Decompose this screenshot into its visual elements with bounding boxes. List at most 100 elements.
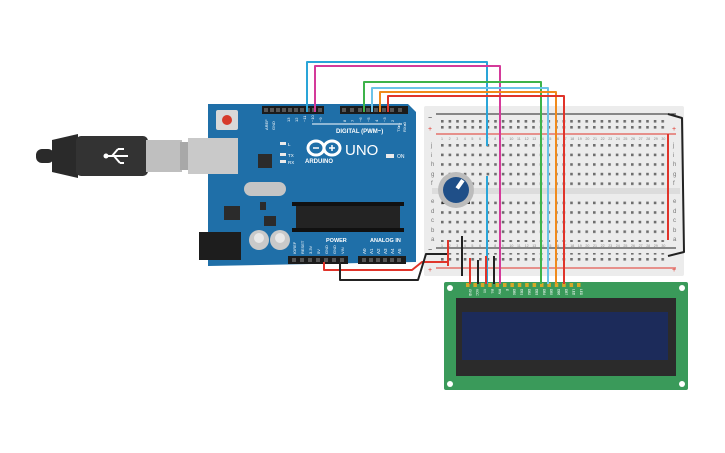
lcd-pin-pad[interactable] (525, 283, 529, 287)
column-number: 30 (661, 137, 665, 141)
column-number: 13 (532, 137, 536, 141)
svg-text:2: 2 (390, 119, 395, 122)
brand-label: ARDUINO (305, 159, 333, 165)
column-number: 15 (547, 244, 551, 248)
lcd-pin-pad[interactable] (495, 283, 500, 287)
wire-magenta-pin11[interactable] (314, 65, 501, 146)
svg-text:GND: GND (324, 245, 329, 254)
wire-lightblue-pin4[interactable] (371, 87, 549, 146)
column-number: 5 (471, 244, 473, 248)
column-number: 10 (509, 244, 513, 248)
wire-orange-pin3[interactable] (379, 91, 557, 146)
lcd-pin-label: DB5 (549, 289, 553, 295)
lcd-pin-label: DB0 (512, 289, 516, 295)
column-number: 24 (616, 137, 620, 141)
wire-red-pin2[interactable] (387, 95, 565, 146)
lcd-pin-pad[interactable] (562, 283, 566, 287)
column-number: 30 (661, 244, 665, 248)
lcd-pin-label: DB6 (557, 289, 561, 295)
svg-text:A0: A0 (362, 248, 367, 254)
wire-green-pin5[interactable] (363, 81, 542, 146)
svg-text:~5: ~5 (366, 117, 371, 122)
column-number: 6 (479, 244, 481, 248)
wire-black-rail[interactable] (667, 113, 685, 257)
column-number: 29 (654, 137, 658, 141)
crystal (244, 182, 286, 196)
wires (306, 61, 685, 284)
lcd-pin-pads (466, 283, 581, 287)
svg-text:~3: ~3 (382, 117, 387, 122)
column-number: 19 (578, 244, 582, 248)
potentiometer[interactable] (438, 172, 474, 208)
column-number: 25 (623, 244, 627, 248)
svg-text:RX◂0: RX◂0 (402, 121, 407, 132)
lcd-pin-pad[interactable] (480, 283, 485, 287)
lcd-pin-pad[interactable] (517, 283, 522, 287)
lcd-pin-label: DB3 (534, 289, 538, 295)
on-label: ON (397, 154, 405, 160)
svg-text:i: i (431, 153, 432, 159)
tx-label: TX (288, 153, 294, 158)
lcd-pin-pad[interactable] (488, 283, 492, 287)
svg-text:8: 8 (342, 119, 347, 122)
wire-blue-pin12[interactable] (306, 61, 488, 146)
pot-indicator (455, 179, 465, 190)
lcd-pin-pad[interactable] (503, 283, 507, 287)
column-number: 20 (585, 244, 589, 248)
svg-text:e: e (673, 199, 677, 205)
l-label: L (288, 142, 291, 147)
svg-text:AREF: AREF (264, 119, 269, 130)
power-pin-labels: IOREF RESET 3.3V 5V GND GND VIN (292, 240, 345, 254)
svg-text:j: j (672, 143, 674, 149)
svg-text:5V: 5V (316, 249, 321, 254)
svg-text:~6: ~6 (358, 117, 363, 122)
rail-plus-top-right: + (672, 126, 676, 133)
column-number: 6 (479, 137, 481, 141)
svg-text:4: 4 (374, 119, 379, 122)
lcd-pin-pad[interactable] (466, 283, 470, 287)
model-label: UNO (345, 142, 378, 159)
lcd-pin-pad[interactable] (473, 283, 477, 287)
column-number: 13 (532, 244, 536, 248)
column-number: 18 (570, 137, 574, 141)
lcd-pin-pad[interactable] (577, 283, 581, 287)
svg-text:13: 13 (286, 117, 291, 122)
header-top-left (262, 106, 324, 114)
svg-text:a: a (673, 237, 677, 243)
svg-text:d: d (431, 209, 434, 215)
svg-text:g: g (431, 172, 434, 178)
led-l (280, 142, 286, 145)
column-number: 9 (502, 244, 504, 248)
power-jack (199, 232, 241, 260)
svg-text:A5: A5 (397, 248, 402, 254)
lcd-pin-pad[interactable] (540, 283, 544, 287)
rx-label: RX (288, 160, 294, 165)
lcd-pin-pad[interactable] (569, 283, 574, 287)
column-number: 1 (441, 244, 443, 248)
rail-minus-bottom: − (428, 247, 432, 254)
svg-text:7: 7 (350, 119, 355, 122)
wire-black-gnd[interactable] (339, 253, 448, 281)
column-number: 12 (525, 244, 529, 248)
lcd-pin-pad[interactable] (554, 283, 559, 287)
lcd-screen (462, 312, 668, 360)
lcd-pin-label: LED (571, 289, 575, 296)
lcd-pin-pad[interactable] (532, 283, 537, 287)
lcd-pin-pad[interactable] (510, 283, 514, 287)
usb-jack (188, 138, 238, 174)
column-number: 4 (464, 244, 466, 248)
column-number: 15 (547, 137, 551, 141)
chip-small (258, 154, 272, 168)
column-number: 24 (616, 244, 620, 248)
lcd-pin-label: DB4 (542, 289, 546, 295)
svg-text:A1: A1 (369, 248, 374, 254)
row-letters: j i h g f e d c b a j i h g f e d c b a (430, 143, 677, 243)
column-number: 27 (639, 137, 643, 141)
lcd-pin-label: V0 (483, 289, 487, 293)
column-number: 27 (639, 244, 643, 248)
wire-red-5v[interactable] (323, 261, 448, 271)
lcd-pin-pad[interactable] (547, 283, 551, 287)
arduino-uno-board[interactable]: DIGITAL (PWM~) UNO ARDUINO L TX RX ON (188, 104, 416, 266)
pot-knob[interactable] (443, 177, 469, 203)
